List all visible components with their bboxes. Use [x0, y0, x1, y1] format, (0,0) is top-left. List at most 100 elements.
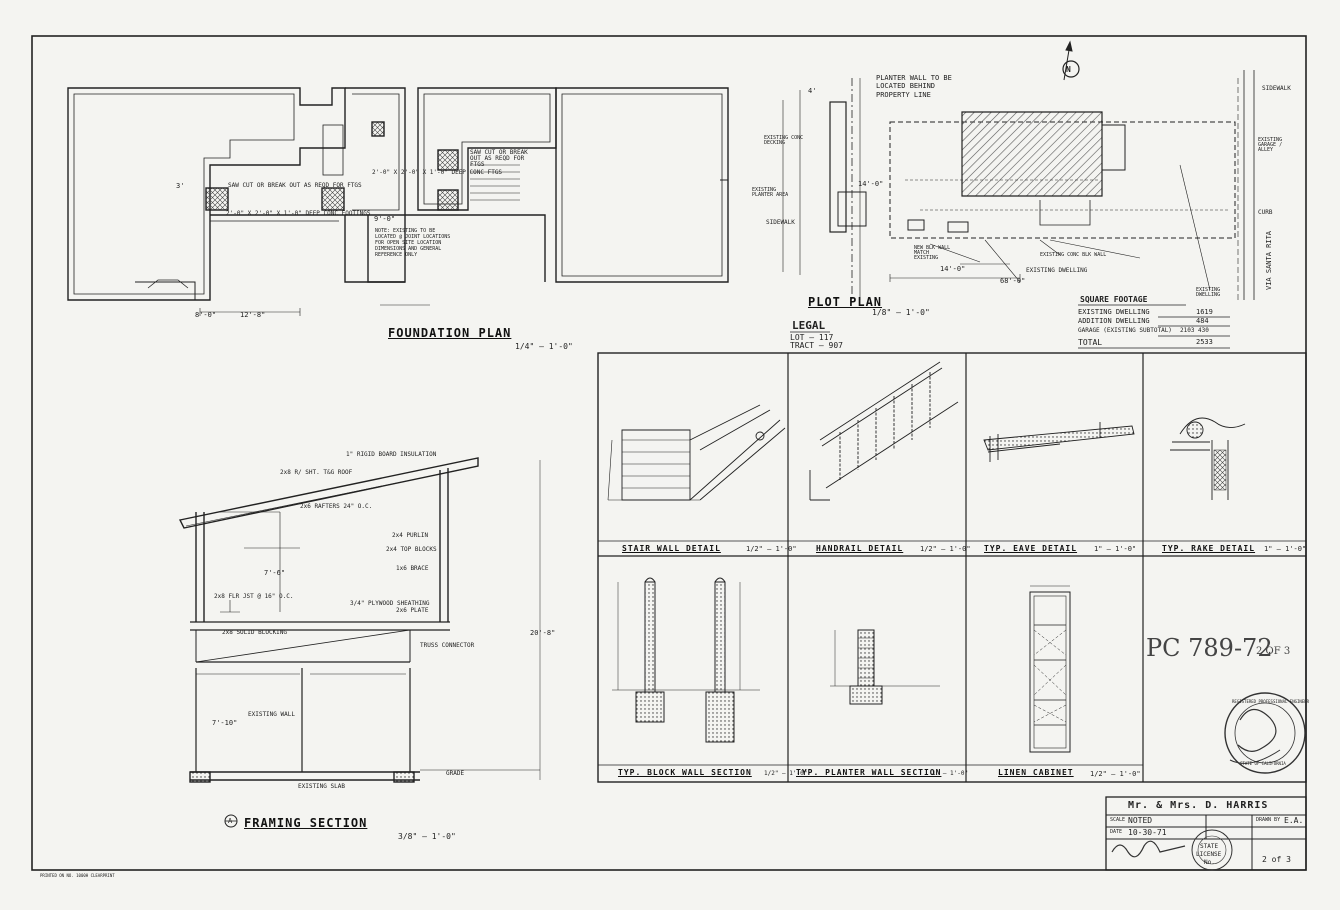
plot-dim-2: 14'-0"	[940, 265, 966, 273]
plot-label-decking: EXISTING CONC DECKING	[764, 135, 804, 146]
title-block-date-value: 10-30-71	[1128, 828, 1167, 837]
planter-wall-section-title: TYP. PLANTER WALL SECTION	[796, 768, 942, 777]
stair-wall-detail-title: STAIR WALL DETAIL	[622, 544, 721, 553]
title-block-scale-value: NOTED	[1128, 816, 1153, 825]
stair-wall-detail-drawing	[607, 404, 786, 501]
seal-outer-text: REGISTERED PROFESSIONAL ENGINEER	[1232, 699, 1310, 704]
sqft-row-2-label: ADDITION DWELLING	[1078, 317, 1150, 325]
plot-plan-title: PLOT PLAN	[808, 295, 883, 309]
framing-note-4: 2x4 PURLIN	[392, 532, 429, 539]
title-block-state: STATE	[1200, 843, 1219, 850]
sqft-row-1-value: 1619	[1196, 308, 1213, 316]
framing-dim-2: 20'-8"	[530, 629, 556, 637]
rake-detail-drawing	[1170, 417, 1246, 500]
legal-tract: TRACT — 907	[790, 341, 843, 350]
framing-dim-3: 7'-10"	[212, 719, 238, 727]
sqft-heading: SQUARE FOOTAGE	[1080, 295, 1148, 304]
linen-cabinet-scale: 1/2" — 1'-0"	[1090, 770, 1141, 778]
planter-wall-section-drawing	[830, 629, 940, 705]
sqft-row-3-value: 2103 430	[1180, 327, 1209, 334]
rake-detail-title: TYP. RAKE DETAIL	[1162, 544, 1256, 553]
sqft-row-4-value: 2533	[1196, 338, 1213, 346]
engineer-seal-icon	[1224, 692, 1306, 774]
title-block-sheet-number: 2 of 3	[1262, 855, 1291, 864]
framing-note-5: 2x4 TOP BLOCKS	[386, 546, 437, 553]
foundation-note-4: 2'-0" X 2'-0" X 1'-0" DEEP CONC FOOTINGS	[226, 210, 371, 217]
plot-label-garage: EXISTING GARAGE / ALLEY	[1258, 137, 1283, 153]
north-arrow-icon	[1062, 60, 1080, 78]
plot-label-curb: CURB	[1258, 209, 1273, 216]
foundation-note-3: 2'-0" X 2'-0" X 1'-0" DEEP CONC FTGS	[372, 169, 503, 176]
plot-plan-scale: 1/8" — 1'-0"	[872, 308, 930, 317]
plot-dim-3: 68'-0"	[1000, 277, 1026, 285]
plot-label-dwelling-2: EXISTING DWELLING	[1196, 287, 1221, 298]
sheet-mark: 2 OF 3	[1256, 646, 1291, 657]
framing-note-3: 2x6 RAFTERS 24" O.C.	[300, 503, 373, 510]
seal-inner-text: STATE OF CALIFORNIA	[1240, 761, 1286, 766]
framing-section-scale: 3/8" — 1'-0"	[398, 832, 456, 841]
plot-label-planter-area: EXISTING PLANTER AREA	[752, 187, 789, 198]
foundation-note-5: NOTE: EXISTING TO BE LOCATED @ JOINT LOC…	[375, 228, 451, 258]
details-grid	[597, 352, 1307, 783]
sqft-row-1-label: EXISTING DWELLING	[1078, 308, 1150, 316]
framing-note-7: 3/4" PLYWOOD SHEATHING	[350, 600, 430, 607]
handrail-detail-title: HANDRAIL DETAIL	[816, 544, 904, 553]
framing-section-title: FRAMING SECTION	[244, 816, 368, 830]
foundation-dim-2: 8'-0"	[195, 311, 217, 319]
eave-detail-scale: 1" — 1'-0"	[1094, 545, 1137, 553]
plot-label-dwelling-1: EXISTING DWELLING	[1026, 267, 1088, 274]
plot-label-planter-wall: PLANTER WALL TO BE LOCATED BEHIND PROPER…	[876, 74, 952, 99]
foundation-plan-scale: 1/4" — 1'-0"	[515, 342, 573, 351]
foundation-plan	[67, 87, 729, 316]
sheet-border	[31, 35, 1307, 871]
pc-number: PC 789-72	[1146, 634, 1273, 662]
framing-note-11: TRUSS CONNECTOR	[420, 642, 475, 649]
framing-note-8: 2x8 FLR JST @ 16" O.C.	[214, 593, 294, 600]
framing-note-1: 2x8 R/ SHT. T&G ROOF	[280, 469, 353, 476]
north-arrow-letter: N	[1066, 65, 1071, 74]
framing-dim-1: 7'-6"	[264, 569, 286, 577]
plot-plan	[782, 40, 1255, 300]
title-block-license-no: No.	[1204, 859, 1215, 866]
title-block-client: Mr. & Mrs. D. HARRIS	[1128, 800, 1269, 811]
plot-label-new-wall: NEW BLK WALL MATCH EXISTING	[914, 245, 951, 261]
framing-note-10: 2x6 PLATE	[396, 607, 429, 614]
block-wall-section-scale: 1/2" — 1'-0"	[764, 770, 808, 777]
framing-note-13: EXISTING SLAB	[298, 783, 345, 790]
footer-print-note: PRINTED ON NO. 1000H CLEARPRINT	[40, 873, 115, 878]
title-block-scale-label: SCALE	[1110, 817, 1126, 823]
framing-note-9: 2x8 SOLID BLOCKING	[222, 629, 288, 636]
sqft-row-4-label: TOTAL	[1078, 338, 1103, 347]
section-marker-icon	[224, 814, 238, 828]
framing-section-marker: A	[228, 817, 233, 825]
foundation-dim-3: 3'	[176, 182, 185, 190]
block-wall-section-drawing	[612, 577, 760, 743]
foundation-dim-4: 9'-0"	[374, 215, 396, 223]
plot-label-sidewalk-2: SIDEWALK	[1262, 85, 1291, 92]
linen-cabinet-title: LINEN CABINET	[998, 768, 1074, 777]
title-block-drawn-by-value: E.A.	[1284, 816, 1304, 825]
plot-dim-1: 14'-0"	[858, 180, 884, 188]
handrail-detail-scale: 1/2" — 1'-0"	[920, 545, 971, 553]
license-stamp-icon	[1191, 829, 1233, 871]
title-block-license-label: LICENSE	[1196, 851, 1222, 858]
handrail-detail-drawing	[809, 361, 959, 501]
plot-label-sidewalk-1: SIDEWALK	[766, 219, 795, 226]
framing-note-14: GRADE	[446, 770, 465, 777]
eave-detail-drawing	[983, 422, 1135, 462]
title-block-date-label: DATE	[1110, 829, 1123, 835]
framing-note-2: 1" RIGID BOARD INSULATION	[346, 451, 437, 458]
framing-section-drawing	[178, 457, 541, 783]
plot-label-street: VIA SANTA RITA	[1265, 230, 1273, 290]
foundation-note-2: SAW CUT OR BREAK OUT AS REQD FOR FTGS	[470, 149, 528, 168]
plot-dim-4: 4'	[808, 87, 817, 95]
foundation-note-1: SAW CUT OR BREAK OUT AS REQD FOR FTGS	[228, 182, 362, 189]
signature-icon	[1111, 840, 1186, 858]
framing-note-6: 1x6 BRACE	[396, 565, 429, 572]
title-block-drawn-by-label: DRAWN BY	[1256, 817, 1281, 823]
plot-label-blk-wall: EXISTING CONC BLK WALL	[1040, 252, 1107, 258]
sqft-row-2-value: 484	[1196, 317, 1209, 325]
legal-lot: LOT — 117	[790, 333, 834, 342]
